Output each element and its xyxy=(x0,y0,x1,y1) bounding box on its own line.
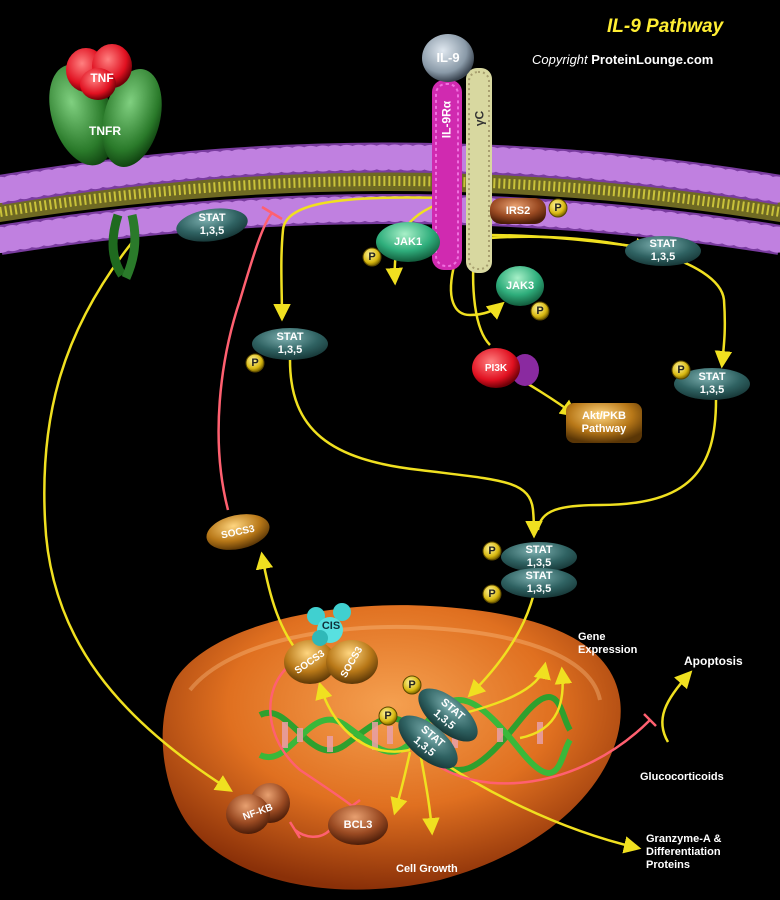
label-apoptosis: Apoptosis xyxy=(684,654,743,668)
phospho-label: P xyxy=(368,251,376,263)
socs3-cytoplasm xyxy=(206,514,270,550)
stat-dimer-top xyxy=(501,542,577,572)
stat-cytoplasm-left xyxy=(252,328,328,360)
bcl3-protein xyxy=(328,805,388,845)
label-il9: IL-9 xyxy=(436,50,460,65)
nfkb-protein xyxy=(226,783,290,834)
cis-protein xyxy=(307,603,351,646)
nucleus xyxy=(162,605,621,890)
il9r-alpha-chain xyxy=(432,80,462,270)
label-tnfr: TNFR xyxy=(89,124,121,138)
label-glucocorticoids: Glucocorticoids xyxy=(640,771,724,783)
phospho-label: P xyxy=(554,202,562,214)
stat-membrane-right xyxy=(625,236,701,266)
gamma-c-chain xyxy=(466,68,492,273)
label-il9r-alpha: IL-9Rα xyxy=(439,100,454,139)
socs3-nuclear-2 xyxy=(326,640,378,684)
label-stat-membrane-right: STAT 1,3,5 xyxy=(649,238,677,263)
pi3k-protein xyxy=(472,348,539,388)
label-stat-cytoplasm-left: STAT 1,3,5 xyxy=(276,331,304,356)
label-granzyme: Granzyme-A & Differentiation Proteins xyxy=(646,833,722,871)
jak1-protein xyxy=(376,222,440,262)
phospho-label: P xyxy=(384,710,392,722)
label-cell-growth: Cell Growth xyxy=(396,863,458,875)
stat-nuclear-1 xyxy=(418,688,478,742)
label-irs2: IRS2 xyxy=(505,205,531,217)
label-stat-membrane-left: STAT 1,3,5 xyxy=(198,212,226,237)
label-tnf: TNF xyxy=(90,71,114,85)
stat-dimer-bottom xyxy=(501,568,577,598)
irs2-protein xyxy=(490,198,546,224)
label-gamma-c: γC xyxy=(472,110,487,127)
phospho-label: P xyxy=(677,364,685,376)
phospho-label: P xyxy=(536,305,544,317)
label-stat-dimer-top: STAT 1,3,5 xyxy=(525,544,553,569)
label-cis: CIS xyxy=(321,620,341,632)
stat-membrane-left xyxy=(176,208,248,242)
phospho-label: P xyxy=(408,679,416,691)
akt-pathway-box xyxy=(566,403,642,443)
label-pi3k: PI3K xyxy=(484,363,508,374)
phospho-label: P xyxy=(488,545,496,557)
page-title: IL-9 Pathway xyxy=(607,16,724,37)
copyright-brand: ProteinLounge.com xyxy=(591,52,714,67)
label-stat-cytoplasm-right: STAT 1,3,5 xyxy=(698,371,726,396)
label-gene-expression: Gene Expression xyxy=(578,631,638,656)
phospho-label: P xyxy=(251,357,259,369)
activation-arrows xyxy=(43,196,733,854)
phospho-label: P xyxy=(488,588,496,600)
jak3-protein xyxy=(496,266,544,306)
tnf-ligand xyxy=(66,44,132,100)
il9-ligand xyxy=(422,34,474,82)
copyright-notice: Copyright ProteinLounge.com xyxy=(532,52,713,67)
label-stat-dimer-bottom: STAT 1,3,5 xyxy=(525,570,553,595)
stat-cytoplasm-right xyxy=(674,368,750,400)
stat-nuclear-2 xyxy=(398,715,458,769)
label-jak1: JAK1 xyxy=(393,236,423,248)
phospho-groups xyxy=(245,198,691,726)
label-jak3: JAK3 xyxy=(505,280,535,292)
label-bcl3: BCL3 xyxy=(343,819,373,831)
label-akt-pathway: Akt/PKB Pathway xyxy=(581,410,627,435)
copyright-prefix: Copyright xyxy=(532,52,588,67)
socs3-nuclear-1 xyxy=(284,640,336,684)
